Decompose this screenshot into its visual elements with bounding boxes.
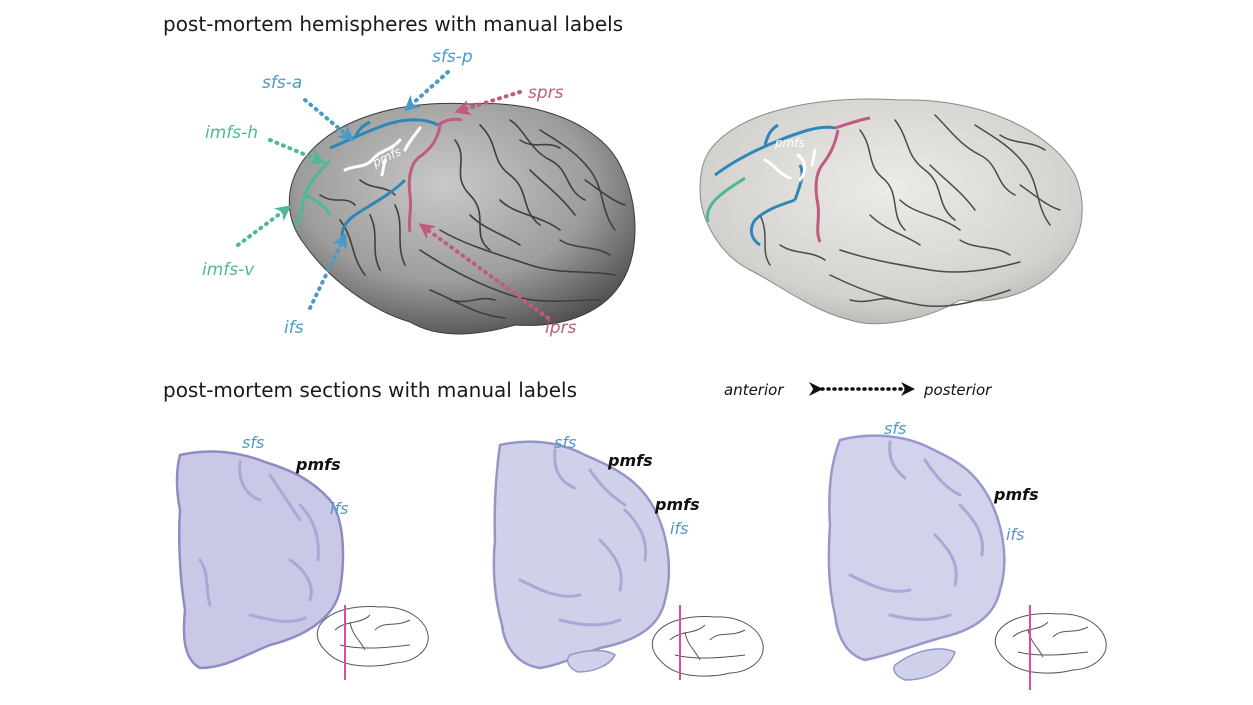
axis-anterior: anterior [724,381,784,399]
section-3-sfs-label: sfs [884,419,906,438]
left-brain-surface [288,102,636,335]
section-3: sfs pmfs ifs [827,419,1107,690]
left-pmfs-line [343,126,422,177]
left-sprs-line [407,117,463,233]
section-2: sfs pmfs pmfs ifs [492,433,764,680]
section-3-fragment [893,648,956,681]
right-imfs-line [705,176,746,223]
label-sfs-a: sfs-a [262,73,302,93]
leader-sfs-p [404,70,450,112]
right-brain-gyri [759,114,1061,308]
section-1-sfs-label: sfs [242,433,264,452]
left-imfs-line [293,159,332,227]
right-pmfs-label: pmfs [774,136,805,150]
heading-sections: post-mortem sections with manual labels [163,378,577,402]
right-sfs-line [714,123,836,177]
section-2-pmfs-label-b: pmfs [654,495,700,514]
section-2-fragment [566,649,616,673]
section-1-ifs-label: ifs [330,499,348,518]
leader-iprs [418,223,550,320]
section-3-ifs-label: ifs [1006,525,1024,544]
section-2-ifs-label: ifs [670,519,688,538]
axis-indicator: anterior posterior [724,381,992,399]
right-hemisphere: pmfs [699,98,1083,325]
section-3-tissue [827,434,1006,662]
label-sprs: sprs [528,83,564,103]
left-brain-gyri [319,119,626,319]
leader-sprs [454,90,522,116]
section-2-inset-brain [651,616,764,677]
section-1: sfs pmfs ifs [175,433,429,680]
label-sfs-p: sfs-p [432,47,473,67]
section-1-inset-brain [316,606,429,667]
section-2-tissue [492,440,671,670]
leader-ifs [308,232,347,310]
section-1-pmfs-label: pmfs [295,455,341,474]
label-iprs: iprs [545,318,577,338]
leader-sfs-a [303,98,355,142]
label-ifs: ifs [284,318,304,338]
section-3-inset-brain [994,613,1107,674]
label-imfs-h: imfs-h [205,123,258,143]
section-3-sulci [848,440,985,621]
heading-hemispheres: post-mortem hemispheres with manual labe… [163,12,623,36]
hemisphere-leaders [236,70,550,320]
section-2-sulci [518,448,648,627]
left-hemisphere: pmfs [288,102,636,335]
right-sprs-line [814,116,871,243]
right-pmfs-line [763,148,817,182]
label-imfs-v: imfs-v [202,260,255,280]
axis-posterior: posterior [923,381,992,399]
section-1-sulci [198,460,320,623]
section-3-pmfs-label: pmfs [993,485,1039,504]
section-2-pmfs-label-a: pmfs [607,451,653,470]
section-2-sfs-label: sfs [554,433,576,452]
leader-imfs-h [268,138,326,165]
leader-imfs-v [236,205,292,247]
right-brain-surface [699,98,1083,325]
